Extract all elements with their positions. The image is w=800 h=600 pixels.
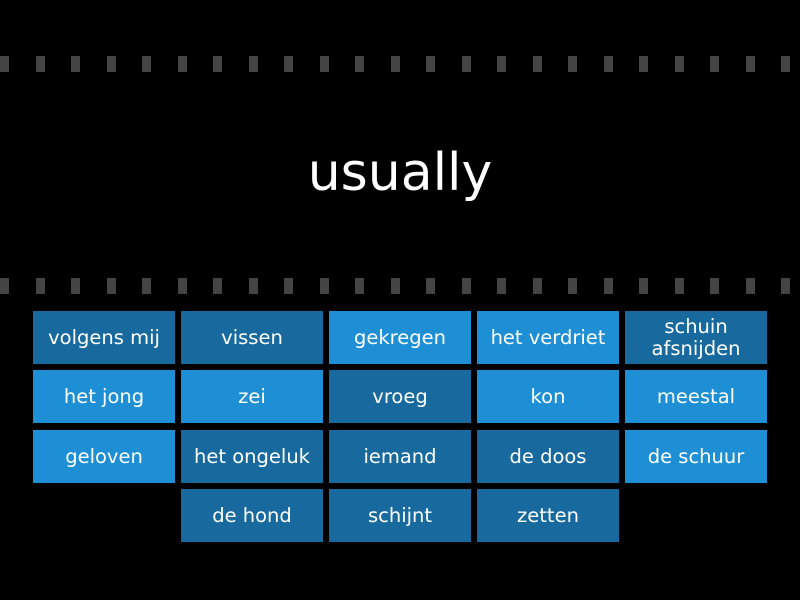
divider-dash <box>426 278 435 294</box>
divider-dash <box>497 278 506 294</box>
answer-tile[interactable]: de schuur <box>625 430 767 483</box>
divider-dash <box>639 278 648 294</box>
divider-dash <box>355 278 364 294</box>
divider-dash <box>675 56 684 72</box>
divider-dash <box>355 56 364 72</box>
divider-dash <box>107 56 116 72</box>
answer-tile[interactable]: geloven <box>33 430 175 483</box>
divider-dash <box>568 56 577 72</box>
divider-dash <box>746 56 755 72</box>
answer-tile[interactable]: schuin afsnijden <box>625 311 767 364</box>
divider-dash <box>497 56 506 72</box>
divider-dash <box>710 56 719 72</box>
answer-tile[interactable]: het verdriet <box>477 311 619 364</box>
divider-dash <box>36 56 45 72</box>
answer-tile[interactable]: de hond <box>181 489 323 542</box>
divider-dash <box>710 278 719 294</box>
divider-dash <box>604 278 613 294</box>
divider-dash <box>213 56 222 72</box>
answer-tile[interactable]: kon <box>477 370 619 423</box>
divider-dash <box>249 56 258 72</box>
divider-dash <box>675 278 684 294</box>
divider-dash <box>107 278 116 294</box>
divider-dash <box>320 278 329 294</box>
divider-dash <box>36 278 45 294</box>
divider-dash <box>284 56 293 72</box>
top-dash-divider <box>0 56 800 72</box>
bottom-dash-divider <box>0 278 800 294</box>
divider-dash <box>320 56 329 72</box>
divider-dash <box>462 56 471 72</box>
divider-dash <box>639 56 648 72</box>
divider-dash <box>426 56 435 72</box>
answer-tile[interactable]: het ongeluk <box>181 430 323 483</box>
divider-dash <box>781 278 790 294</box>
divider-dash <box>533 56 542 72</box>
question-prompt: usually <box>307 143 493 203</box>
answer-tile[interactable]: het jong <box>33 370 175 423</box>
answer-tile[interactable]: gekregen <box>329 311 471 364</box>
divider-dash <box>391 56 400 72</box>
answer-tile[interactable]: zetten <box>477 489 619 542</box>
divider-dash <box>781 56 790 72</box>
answer-tile[interactable]: schijnt <box>329 489 471 542</box>
divider-dash <box>284 278 293 294</box>
answer-tile[interactable]: volgens mij <box>33 311 175 364</box>
divider-dash <box>249 278 258 294</box>
divider-dash <box>213 278 222 294</box>
answer-tile[interactable]: iemand <box>329 430 471 483</box>
divider-dash <box>178 56 187 72</box>
divider-dash <box>391 278 400 294</box>
divider-dash <box>746 278 755 294</box>
divider-dash <box>0 278 9 294</box>
divider-dash <box>462 278 471 294</box>
divider-dash <box>71 56 80 72</box>
answer-tile[interactable]: vissen <box>181 311 323 364</box>
answer-tile[interactable]: de doos <box>477 430 619 483</box>
answer-tile[interactable]: zei <box>181 370 323 423</box>
divider-dash <box>568 278 577 294</box>
divider-dash <box>178 278 187 294</box>
divider-dash <box>142 278 151 294</box>
answer-tile[interactable]: meestal <box>625 370 767 423</box>
divider-dash <box>71 278 80 294</box>
divider-dash <box>0 56 9 72</box>
answer-tile[interactable]: vroeg <box>329 370 471 423</box>
divider-dash <box>533 278 542 294</box>
divider-dash <box>142 56 151 72</box>
divider-dash <box>604 56 613 72</box>
